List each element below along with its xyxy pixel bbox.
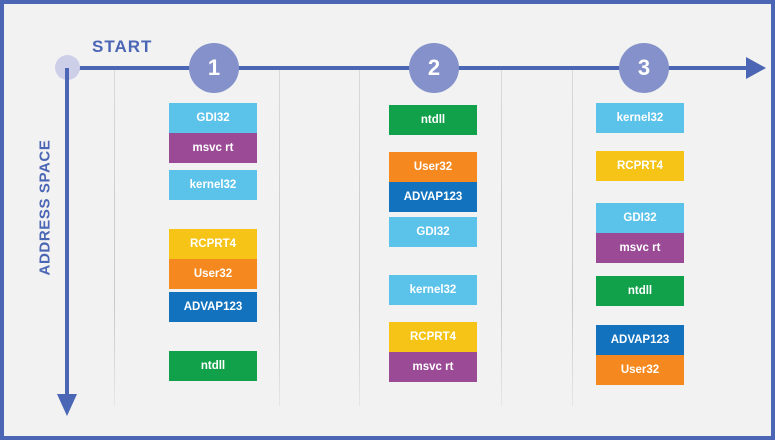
column-separator-1 [114, 70, 115, 406]
module-label: ADVAP123 [403, 191, 463, 203]
module-label: GDI32 [416, 226, 450, 238]
step-number-label: 2 [427, 55, 441, 80]
column-separator-3 [359, 70, 360, 406]
module-block: kernel32 [596, 103, 684, 133]
column-separator-2 [279, 70, 280, 406]
column-separator-5 [572, 70, 573, 406]
address-space-arrow-down-icon [57, 394, 77, 416]
module-block: ADVAP123 [169, 292, 257, 322]
module-label: ADVAP123 [183, 301, 243, 313]
module-block: GDI32 [169, 103, 257, 133]
module-label: User32 [193, 268, 233, 280]
column-separator-4 [501, 70, 502, 406]
module-label: ntdll [200, 360, 226, 372]
step-circle-2: 2 [409, 43, 459, 93]
address-space-axis-vertical [65, 68, 69, 397]
start-label: START [92, 37, 153, 56]
timeline-arrow-right-icon [746, 57, 766, 79]
module-label: msvc rt [192, 142, 234, 154]
module-label: msvc rt [619, 242, 661, 254]
module-label: User32 [620, 364, 660, 376]
module-block: RCPRT4 [596, 151, 684, 181]
module-label: RCPRT4 [409, 331, 456, 343]
step-number-label: 1 [207, 55, 221, 80]
module-block: User32 [169, 259, 257, 289]
module-block: GDI32 [596, 203, 684, 233]
module-block: ADVAP123 [389, 182, 477, 212]
module-block: ADVAP123 [596, 325, 684, 355]
module-label: RCPRT4 [616, 160, 663, 172]
module-block: msvc rt [389, 352, 477, 382]
module-block: msvc rt [169, 133, 257, 163]
module-block: ntdll [389, 105, 477, 135]
module-label: kernel32 [189, 179, 237, 191]
step-number-label: 3 [637, 55, 651, 80]
module-block: kernel32 [169, 170, 257, 200]
module-label: kernel32 [616, 112, 664, 124]
module-block: User32 [389, 152, 477, 182]
module-label: GDI32 [196, 112, 230, 124]
module-label: ADVAP123 [610, 334, 670, 346]
module-label: ntdll [627, 285, 653, 297]
step-circle-3: 3 [619, 43, 669, 93]
module-block: RCPRT4 [169, 229, 257, 259]
module-block: msvc rt [596, 233, 684, 263]
module-label: User32 [413, 161, 453, 173]
module-block: ntdll [596, 276, 684, 306]
module-label: msvc rt [412, 361, 454, 373]
module-label: RCPRT4 [189, 238, 236, 250]
address-space-label: ADDRESS SPACE [36, 139, 54, 276]
module-label: ntdll [420, 114, 446, 126]
module-block: GDI32 [389, 217, 477, 247]
module-block: kernel32 [389, 275, 477, 305]
module-label: kernel32 [409, 284, 457, 296]
module-block: RCPRT4 [389, 322, 477, 352]
module-label: GDI32 [623, 212, 657, 224]
module-block: ntdll [169, 351, 257, 381]
step-circle-1: 1 [189, 43, 239, 93]
module-block: User32 [596, 355, 684, 385]
